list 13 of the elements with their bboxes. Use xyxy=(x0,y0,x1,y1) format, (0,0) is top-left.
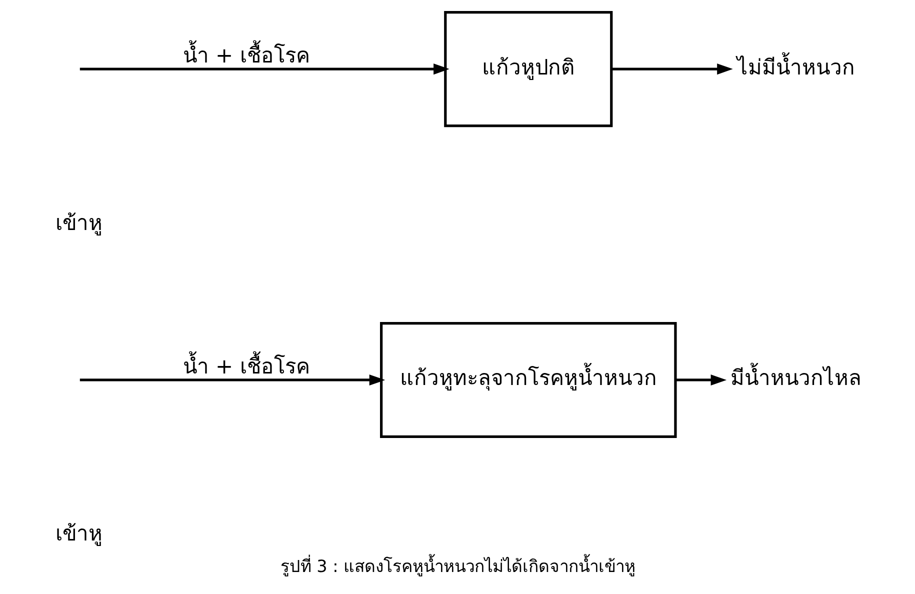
node-text: มีน้ำหนวกไหล xyxy=(730,365,862,390)
node-text: ไม่มีน้ำหนวก xyxy=(736,54,855,80)
node-box: แก้วหูทะลุจากโรคหูน้ำหนวก xyxy=(380,322,676,438)
caption: รูปที่ 3 : แสดงโรคหูน้ำหนวกไม่ได้เกิดจากน้ำเข้าหู xyxy=(280,556,636,576)
arrow xyxy=(611,64,732,75)
arrow xyxy=(79,64,449,75)
edge-label: น้ำ + เชื้อโรค xyxy=(182,42,310,68)
label: เข้าหู xyxy=(54,210,102,235)
label: เข้าหู xyxy=(54,520,102,546)
edge-label: น้ำ + เชื้อโรค xyxy=(182,354,310,379)
node-box: แก้วหูปกติ xyxy=(444,11,612,128)
arrow xyxy=(79,374,385,386)
arrow xyxy=(675,374,726,386)
